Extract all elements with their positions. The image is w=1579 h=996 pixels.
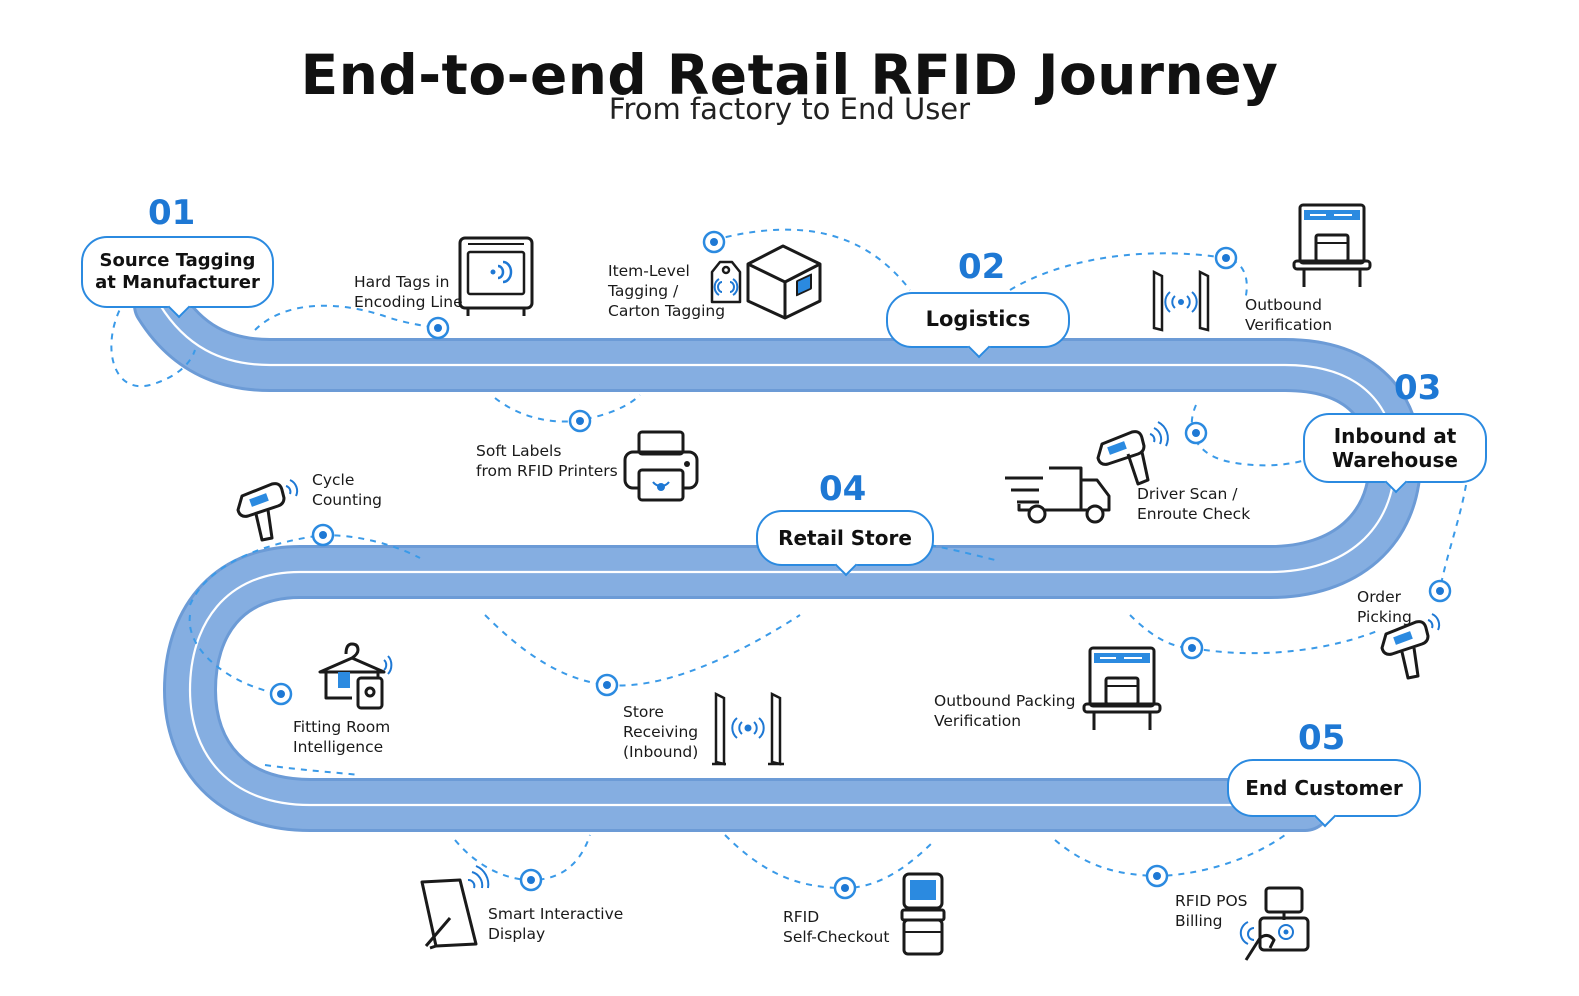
verification-station-icon [1292,203,1372,287]
handheld-reader-icon [236,479,299,542]
verification-station-icon [1082,646,1162,730]
connector-dot [1180,636,1204,660]
rfid-gate-icon [1152,269,1210,332]
label-line: Verification [1245,315,1333,334]
step-label-order-picking: Order Picking [1357,588,1412,628]
label-line: Cycle [312,471,355,489]
label-line: Picking [1357,607,1412,626]
stage-bubble-source-tagging: Source Tagging at Manufacturer [81,236,274,308]
connector-dot [1184,421,1208,445]
step-label-outbound-verification: Outbound Verification [1245,296,1332,336]
label-line: Soft Labels [476,442,562,460]
label-line: Outbound [1245,296,1322,314]
label-line: Tagging / [608,281,679,300]
rfid-printer-icon [623,430,699,502]
encoding-machine-icon [458,236,534,316]
connector-dot [426,316,450,340]
stage-name-line: Logistics [925,307,1031,332]
step-label-hard-tags: Hard Tags in Encoding Line [354,273,463,313]
stage-name-line: End Customer [1245,776,1403,800]
clothes-hanger-icon [318,642,393,710]
connector-dot [311,523,335,547]
handheld-reader-icon [1380,613,1441,680]
label-line: Verification [934,711,1022,730]
label-line: Hard Tags in [354,273,450,291]
connector-dot [833,876,857,900]
stage-name-line: at Manufacturer [95,272,260,293]
connector-dot [702,230,726,254]
label-line: Billing [1175,911,1223,930]
label-line: Receiving [623,722,699,741]
label-line: Encoding Line [354,292,463,311]
connector-dots [269,230,1452,900]
step-label-self-checkout: RFID Self-Checkout [783,908,889,948]
connector-dot [519,868,543,892]
stage-bubble-logistics: Logistics [886,292,1070,348]
carton-box-icon [746,244,822,320]
connector-dot [595,673,619,697]
label-line: RFID [783,908,820,926]
step-label-outbound-packing: Outbound Packing Verification [934,692,1075,732]
stage-bubble-inbound-warehouse: Inbound at Warehouse [1303,413,1487,483]
stage-name-line: Retail Store [778,526,912,550]
step-label-pos-billing: RFID POS Billing [1175,892,1248,932]
connector-dot [1428,579,1452,603]
label-line: Driver Scan / [1137,485,1238,503]
stage-bubble-retail-store: Retail Store [756,510,934,566]
step-label-cycle-counting: Cycle Counting [312,471,382,511]
label-line: RFID POS [1175,892,1248,910]
step-label-soft-labels: Soft Labels from RFID Printers [476,442,618,482]
delivery-truck-icon [1005,466,1111,524]
stage-number-03: 03 [1394,368,1442,408]
connector-dot [568,409,592,433]
stage-number-05: 05 [1298,718,1346,758]
label-line: Carton Tagging [608,301,726,320]
label-line: Order [1357,588,1402,606]
label-line: Display [488,924,546,943]
step-label-store-receiving: Store Receiving (Inbound) [623,703,698,762]
label-line: Smart Interactive [488,905,624,923]
step-label-item-level-tagging: Item-Level Tagging / Carton Tagging [608,262,725,321]
stage-number-01: 01 [148,193,196,233]
connector-dot [1145,864,1169,888]
connector-dot [1214,246,1238,270]
self-checkout-kiosk-icon [900,872,946,956]
label-line: (Inbound) [623,742,699,761]
smart-display-icon [420,865,490,950]
label-line: Outbound Packing [934,692,1076,710]
page-title: End-to-end Retail RFID Journey [300,42,1279,107]
page-subtitle: From factory to End User [608,92,971,126]
handheld-reader-icon [1096,421,1169,486]
pos-terminal-icon [1239,886,1310,961]
label-line: Intelligence [293,737,384,756]
rfid-gate-icon [712,691,784,766]
stage-bubble-end-customer: End Customer [1227,759,1421,817]
stage-name-line: Inbound at [1333,424,1457,448]
stage-name-line: Source Tagging [99,250,256,272]
stage-number-02: 02 [958,247,1006,287]
label-line: from RFID Printers [476,461,618,480]
label-line: Self-Checkout [783,927,890,946]
label-line: Counting [312,490,382,509]
stage-number-04: 04 [819,469,867,509]
connector-dot [269,682,293,706]
stage-name-line: Warehouse [1332,448,1458,472]
step-label-smart-display: Smart Interactive Display [488,905,623,945]
label-line: Store [623,703,664,721]
tag-icon [710,260,742,304]
label-line: Item-Level [608,262,690,280]
label-line: Fitting Room [293,718,391,736]
step-label-driver-scan: Driver Scan / Enroute Check [1137,485,1250,525]
step-label-fitting-room: Fitting Room Intelligence [293,718,390,758]
journey-road [133,278,1422,832]
label-line: Enroute Check [1137,504,1251,523]
